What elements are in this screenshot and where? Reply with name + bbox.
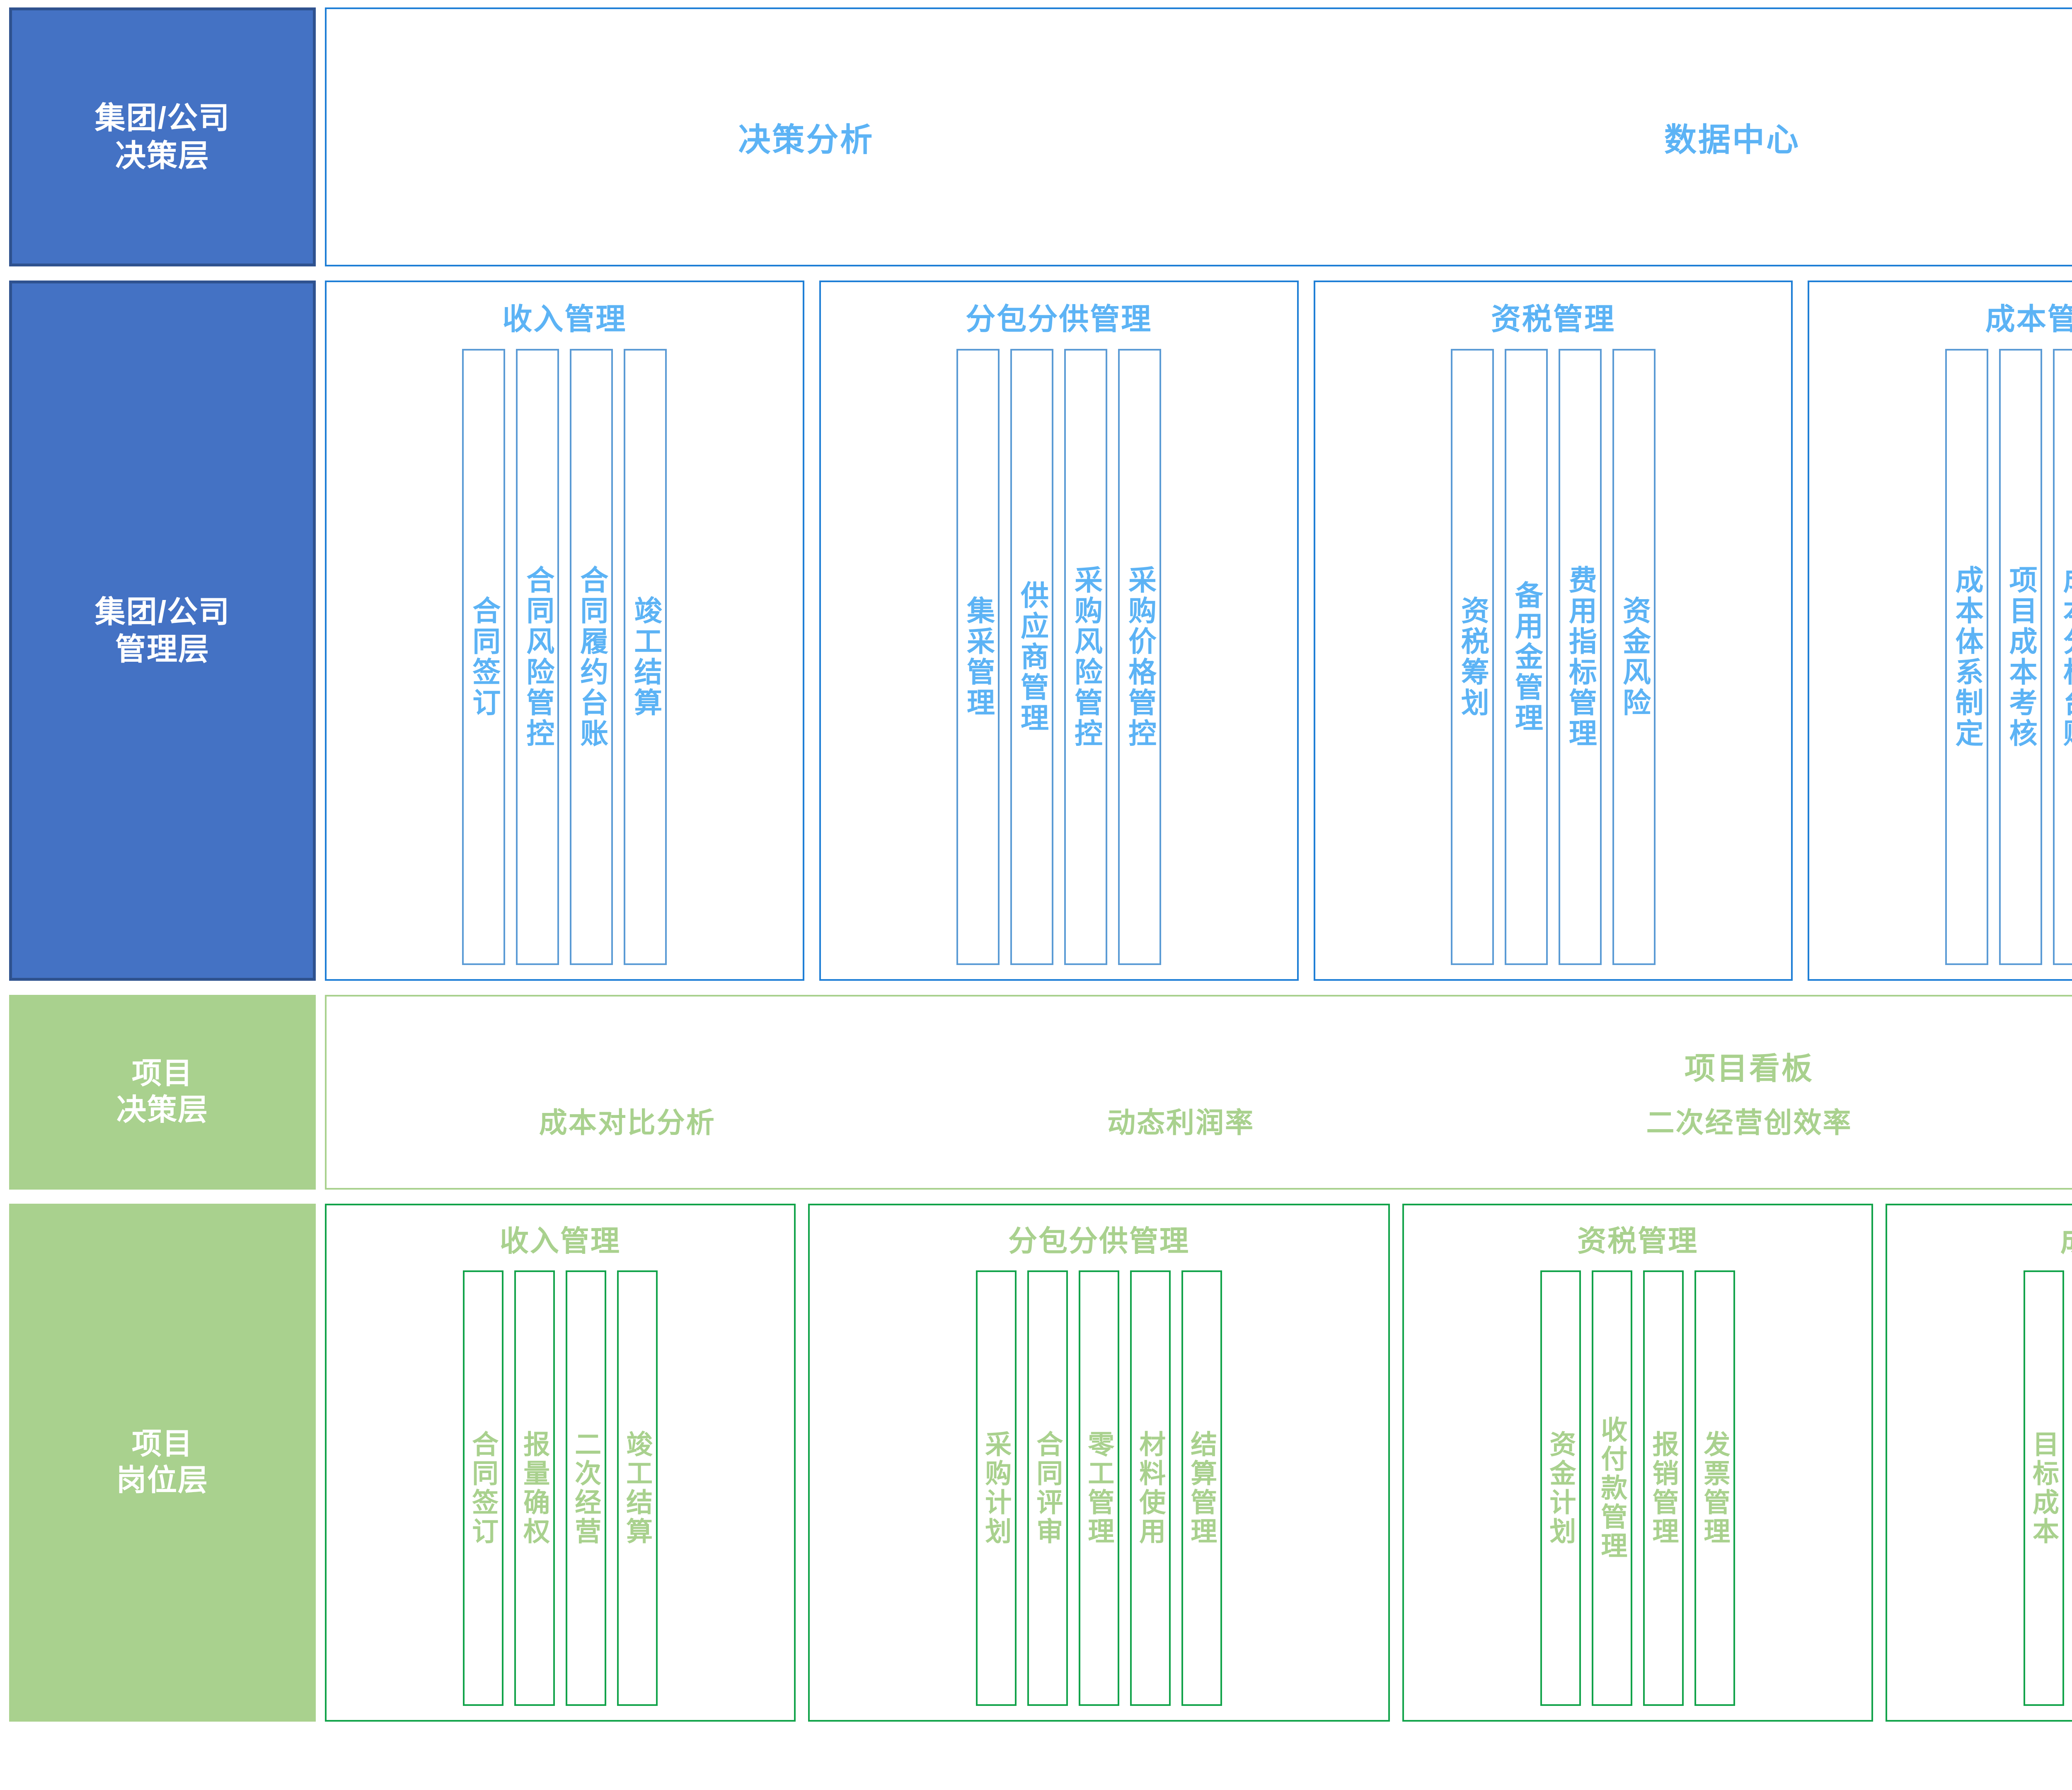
row-label-line-1: 项目 [131, 1427, 193, 1461]
row-label-project-post: 项目 岗位层 [9, 1204, 316, 1722]
row-label-line-2: 岗位层 [116, 1464, 208, 1497]
kanban-item[interactable]: 成本对比分析 [539, 1107, 716, 1139]
module-item[interactable]: 资金计划 [1540, 1270, 1581, 1706]
group-card-revenue-management: 收入管理 合同签订 报量确权 二次经营 竣工结算 [325, 1204, 796, 1722]
row-label-line-2: 决策层 [116, 1093, 208, 1127]
group-items: 资金计划 收付款管理 报销管理 发票管理 [1415, 1270, 1861, 1706]
group-card-subcontract-supply-management: 分包分供管理 集采管理 供应商管理 采购风险管控 采购价格管控 [819, 281, 1299, 981]
module-item[interactable]: 供应商管理 [1010, 349, 1054, 965]
group-items: 成本体系制定 项目成本考核 成本分析台账 成本指标管理 [1820, 349, 2072, 965]
module-item[interactable]: 报量确权 [514, 1270, 555, 1706]
module-item[interactable]: 合同履约台账 [570, 349, 613, 965]
module-item[interactable]: 合同评审 [1027, 1270, 1068, 1706]
group-title: 收入管理 [499, 1225, 621, 1257]
group-items: 集采管理 供应商管理 采购风险管控 采购价格管控 [832, 349, 1286, 965]
module-item[interactable]: 二次经营 [565, 1270, 606, 1706]
group-title: 收入管理 [502, 303, 627, 336]
row-label-line-1: 集团/公司 [94, 594, 230, 629]
module-item[interactable]: 合同风险管控 [516, 349, 559, 965]
row-label-project-decision: 项目 决策层 [9, 995, 316, 1190]
module-item[interactable]: 收付款管理 [1592, 1270, 1633, 1706]
module-item[interactable]: 竣工结算 [617, 1270, 658, 1706]
module-item[interactable]: 采购风险管控 [1064, 349, 1108, 965]
group-card-cost-management: 成本管理 目标成本 计划成本 成本核算 成本还原 [1885, 1204, 2072, 1722]
row-body-group-decision: 决策分析 数据中心 企业知识库 [325, 7, 2072, 266]
row-project-post: 项目 岗位层 收入管理 合同签订 报量确权 二次经营 竣工结算 分包分供管理 采… [9, 1204, 2072, 1722]
row-group-decision: 集团/公司 决策层 决策分析 数据中心 企业知识库 [9, 7, 2072, 266]
group-card-subcontract-supply-management: 分包分供管理 采购计划 合同评审 零工管理 材料使用 结算管理 [808, 1204, 1390, 1722]
project-kanban-items: 成本对比分析 动态利润率 二次经营创效率 产值确权率 项目经营月报 [343, 1100, 2072, 1141]
module-item[interactable]: 资税筹划 [1450, 349, 1494, 965]
kanban-item[interactable]: 二次经营创效率 [1646, 1107, 1852, 1139]
row-group-management: 集团/公司 管理层 收入管理 合同签订 合同风险管控 合同履约台账 竣工结算 分… [9, 281, 2072, 981]
group-items: 目标成本 计划成本 成本核算 成本还原 [1898, 1270, 2072, 1706]
row-label-line-1: 集团/公司 [94, 101, 230, 135]
group-items: 合同签订 报量确权 二次经营 竣工结算 [337, 1270, 783, 1706]
module-item[interactable]: 材料使用 [1130, 1270, 1171, 1706]
group-title: 分包分供管理 [966, 303, 1152, 336]
group-items: 资税筹划 备用金管理 费用指标管理 资金风险 [1326, 349, 1781, 965]
group-title: 资税管理 [1577, 1225, 1699, 1257]
row-label-line-2: 管理层 [115, 632, 210, 666]
module-item[interactable]: 集采管理 [956, 349, 1000, 965]
module-item[interactable]: 合同签订 [462, 349, 506, 965]
decision-item-0[interactable]: 决策分析 [738, 121, 874, 158]
module-item[interactable]: 项目成本考核 [1999, 349, 2042, 965]
group-title: 成本管理 [2060, 1218, 2072, 1260]
row-label-group-management: 集团/公司 管理层 [9, 281, 316, 981]
module-item[interactable]: 采购计划 [975, 1270, 1017, 1706]
row-label-line-1: 项目 [131, 1057, 193, 1091]
row-body-project-post: 收入管理 合同签订 报量确权 二次经营 竣工结算 分包分供管理 采购计划 合同评… [325, 1204, 2072, 1722]
module-item[interactable]: 零工管理 [1078, 1270, 1119, 1706]
project-kanban-title: 项目看板 [1685, 1051, 1814, 1086]
row-project-decision: 项目 决策层 项目看板 成本对比分析 动态利润率 二次经营创效率 产值确权率 项… [9, 995, 2072, 1190]
group-title: 资税管理 [1491, 303, 1615, 336]
module-item[interactable]: 成本体系制定 [1945, 349, 1988, 965]
group-card-cost-management: 成本管理 成本体系制定 项目成本考核 成本分析台账 成本指标管理 [1808, 281, 2072, 981]
decision-item-1[interactable]: 数据中心 [1664, 121, 1800, 158]
group-card-finance-tax-management: 资税管理 资税筹划 备用金管理 费用指标管理 资金风险 [1313, 281, 1793, 981]
group-card-finance-tax-management: 资税管理 资金计划 收付款管理 报销管理 发票管理 [1402, 1204, 1873, 1722]
module-item[interactable]: 合同签订 [462, 1270, 503, 1706]
module-item[interactable]: 备用金管理 [1504, 349, 1548, 965]
row-body-group-management: 收入管理 合同签订 合同风险管控 合同履约台账 竣工结算 分包分供管理 集采管理… [325, 281, 2072, 981]
row-body-project-decision: 项目看板 成本对比分析 动态利润率 二次经营创效率 产值确权率 项目经营月报 [325, 995, 2072, 1190]
module-item[interactable]: 目标成本 [2023, 1270, 2064, 1706]
row-label-group-decision: 集团/公司 决策层 [9, 7, 316, 266]
group-items: 采购计划 合同评审 零工管理 材料使用 结算管理 [821, 1270, 1378, 1706]
module-item[interactable]: 发票管理 [1694, 1270, 1736, 1706]
module-item[interactable]: 资金风险 [1612, 349, 1656, 965]
group-title: 成本管理 [1985, 303, 2072, 336]
module-item[interactable]: 费用指标管理 [1558, 349, 1602, 965]
group-card-revenue-management: 收入管理 合同签订 合同风险管控 合同履约台账 竣工结算 [325, 281, 804, 981]
module-item[interactable]: 报销管理 [1643, 1270, 1684, 1706]
group-items: 合同签订 合同风险管控 合同履约台账 竣工结算 [337, 349, 792, 965]
module-item[interactable]: 成本分析台账 [2053, 349, 2072, 965]
group-title: 分包分供管理 [1008, 1225, 1190, 1257]
module-item[interactable]: 采购价格管控 [1118, 349, 1162, 965]
module-item[interactable]: 结算管理 [1181, 1270, 1222, 1706]
module-item[interactable]: 竣工结算 [624, 349, 667, 965]
kanban-item[interactable]: 动态利润率 [1107, 1107, 1255, 1139]
row-label-line-2: 决策层 [115, 138, 210, 173]
